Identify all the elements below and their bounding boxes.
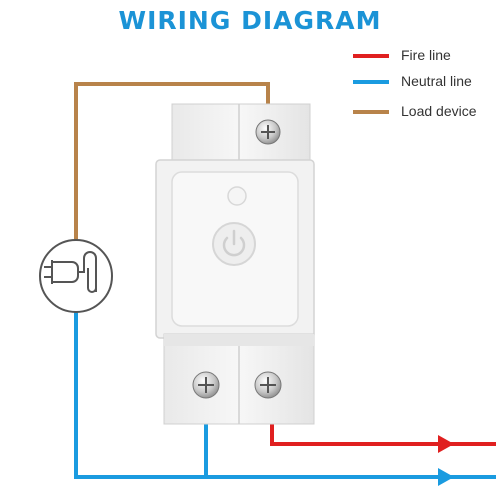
load-device-wire — [74, 82, 270, 242]
neutral-line-label: Neutral line — [401, 73, 472, 89]
neutral-line-swatch — [353, 80, 389, 84]
load-device-swatch — [353, 110, 389, 114]
neutral-arrow-icon — [438, 468, 454, 486]
fire-arrow-icon — [438, 435, 454, 453]
screw-terminal-bottom-left-icon — [192, 371, 220, 399]
screw-terminal-top-icon — [255, 119, 281, 145]
diagram-title: WIRING DIAGRAM — [118, 6, 382, 35]
indicator-led-icon — [227, 186, 247, 206]
power-button[interactable] — [212, 222, 256, 266]
neutral-wire — [74, 312, 496, 486]
load-device-label: Load device — [401, 103, 477, 119]
fire-line-swatch — [353, 54, 389, 58]
plug-icon — [39, 239, 113, 313]
fire-wire — [270, 422, 496, 453]
screw-terminal-bottom-right-icon — [254, 371, 282, 399]
power-icon — [222, 229, 246, 257]
fire-line-label: Fire line — [401, 47, 451, 63]
